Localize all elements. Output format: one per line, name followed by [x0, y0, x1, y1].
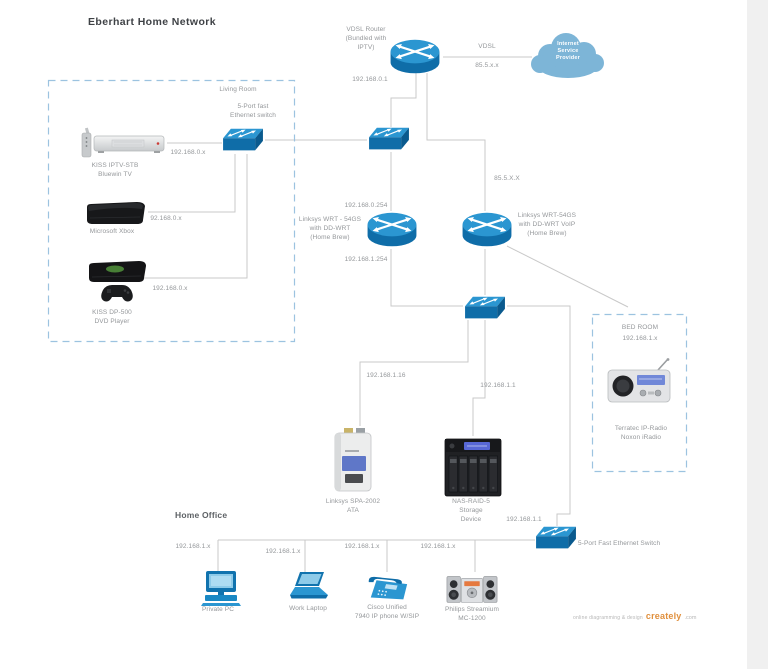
ip-label-xbox: 92.168.0.x: [150, 215, 182, 222]
ip-phone-label: Cisco Unified 7940 IP phone W/SIP: [354, 604, 420, 620]
mid-switch-icon[interactable]: [367, 126, 411, 152]
iptv-stb-icon[interactable]: [78, 127, 170, 161]
dvd-player-icon[interactable]: [83, 258, 153, 306]
watermark-tagline: online diagramming & design: [573, 615, 643, 621]
ip-label-laptop: 192.168.1.x: [265, 548, 301, 555]
core-switch-icon[interactable]: [463, 295, 507, 321]
internet-radio-icon[interactable]: [606, 358, 674, 404]
ip-phone-icon[interactable]: [365, 570, 411, 602]
ip-label-phone: 192.168.1.x: [344, 543, 380, 550]
nas-icon[interactable]: [442, 436, 504, 498]
radio-label: Terratec IP-Radio Noxon iRadio: [614, 425, 668, 441]
internet-cloud-icon[interactable]: [528, 28, 608, 80]
vdsl-router-label: VDSL Router (Bundled with IPTV): [345, 26, 387, 51]
living-room-switch-icon[interactable]: [221, 127, 265, 153]
link-router-voiprouter: [426, 73, 486, 211]
ata-icon[interactable]: [330, 426, 376, 496]
creately-logo[interactable]: creately: [645, 611, 682, 621]
home-office-zone-label: Home Office: [175, 510, 228, 520]
link-switch2-nas: [472, 320, 486, 436]
ip-label-pc: 192.168.1.x: [175, 543, 211, 550]
bed-room-zone-label: BED ROOM: [621, 324, 659, 331]
ip-label-nas: 192.168.1.1: [480, 382, 516, 389]
ip-label-voip-wan: 85.5.X.X: [494, 175, 520, 182]
ip-label-stereo: 192.168.1.x: [420, 543, 456, 550]
office-switch-label: 5-Port Fast Ethernet Switch: [578, 540, 661, 547]
ip-label-office-uplink: 192.168.1.1: [506, 516, 542, 523]
router-left-label: Linksys WRT - 54GS with DD-WRT (Home Bre…: [298, 216, 362, 241]
private-pc-icon[interactable]: [201, 570, 241, 606]
xbox-label: Microsoft Xbox: [89, 228, 135, 235]
ip-label-router-lan: 192.168.0.1: [352, 76, 388, 83]
link-dvd-switch: [144, 154, 248, 279]
vdsl-router-icon[interactable]: [387, 38, 443, 76]
work-laptop-label: Work Laptop: [289, 605, 327, 612]
router-right-label: Linksys WRT-54GS with DD-WRT VoIP (Home …: [517, 212, 577, 237]
xbox-icon[interactable]: [80, 198, 150, 228]
ip-label-router-left-wan: 192.168.0.254: [344, 202, 388, 209]
work-laptop-icon[interactable]: [288, 571, 332, 601]
link-switch2-ata: [359, 320, 469, 426]
creately-watermark[interactable]: online diagramming & design creately .co…: [573, 611, 696, 621]
isp-cloud-label: Internet Service Provider: [556, 41, 580, 62]
ip-label-ata: 192.168.1.16: [366, 372, 406, 379]
iptv-stb-label: KISS IPTV-STB Bluewin TV: [91, 162, 139, 178]
ip-label-vdsl: VDSL: [478, 43, 496, 50]
ip-label-stb: 192.168.0.x: [170, 149, 206, 156]
link-switch2-officeswitch: [507, 305, 571, 526]
router-left-icon[interactable]: [364, 211, 420, 249]
bed-room-zone-box[interactable]: [591, 313, 688, 473]
private-pc-label: Private PC: [201, 606, 235, 613]
living-switch-label: 5-Port fast Ethernet switch: [230, 103, 276, 119]
watermark-domain-suffix: .com: [684, 615, 697, 621]
living-room-zone-label: Living Room: [219, 86, 257, 93]
ip-label-wan: 85.5.x.x: [475, 62, 499, 69]
office-switch-icon[interactable]: [534, 525, 578, 551]
nas-label: NAS-RAID-5 Storage Device: [452, 498, 490, 523]
link-router-midswitch: [390, 73, 417, 127]
link-rightrouter-bedroom: [506, 245, 629, 308]
stereo-icon[interactable]: [445, 571, 499, 605]
living-room-zone-box[interactable]: [47, 79, 296, 343]
page-title: Eberhart Home Network: [88, 16, 217, 28]
bed-room-zone-ip: 192.168.1.x: [622, 335, 658, 342]
link-leftrouter-switch2: [390, 249, 463, 307]
stereo-label: Philips Streamium MC-1200: [444, 606, 500, 622]
ip-label-dvd: 192.168.0.x: [152, 285, 188, 292]
router-right-icon[interactable]: [459, 211, 515, 249]
ip-label-router-left-lan: 192.168.1.254: [344, 256, 388, 263]
link-xbox-switch: [148, 154, 236, 213]
ata-label: Linksys SPA-2002 ATA: [325, 498, 381, 514]
page-edge-strip: [747, 0, 768, 669]
dvd-player-label: KISS DP-500 DVD Player: [92, 309, 132, 325]
